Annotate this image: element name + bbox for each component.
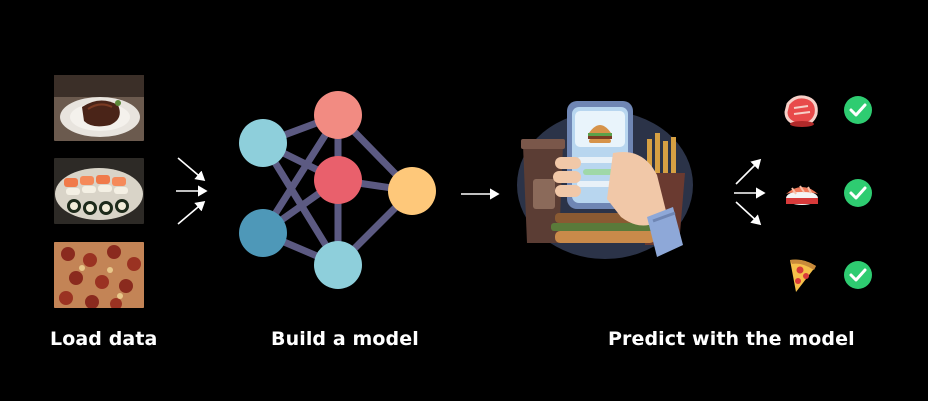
- pizza-photo: [54, 242, 144, 308]
- check-icon: [844, 96, 872, 124]
- node-bottom: [314, 241, 362, 289]
- node-center: [314, 156, 362, 204]
- steak-photo: [54, 75, 144, 141]
- phone-scan-illustration: [517, 101, 693, 259]
- node-top: [314, 91, 362, 139]
- sushi-emoji: [786, 185, 818, 205]
- check-icon: [844, 261, 872, 289]
- node-left-bottom: [239, 209, 287, 257]
- build-model-caption: Build a model: [271, 328, 419, 350]
- check-icon: [844, 179, 872, 207]
- input-arrows: [176, 157, 208, 225]
- sushi-photo: [54, 158, 144, 224]
- model-to-predict-arrow: [461, 188, 500, 200]
- load-data-caption: Load data: [50, 328, 158, 350]
- steak-emoji: [784, 95, 818, 127]
- output-arrows: [734, 158, 766, 226]
- node-output: [388, 167, 436, 215]
- neural-network: [239, 91, 436, 289]
- predict-caption: Predict with the model: [608, 328, 855, 350]
- node-left-top: [239, 119, 287, 167]
- pizza-emoji: [790, 259, 816, 292]
